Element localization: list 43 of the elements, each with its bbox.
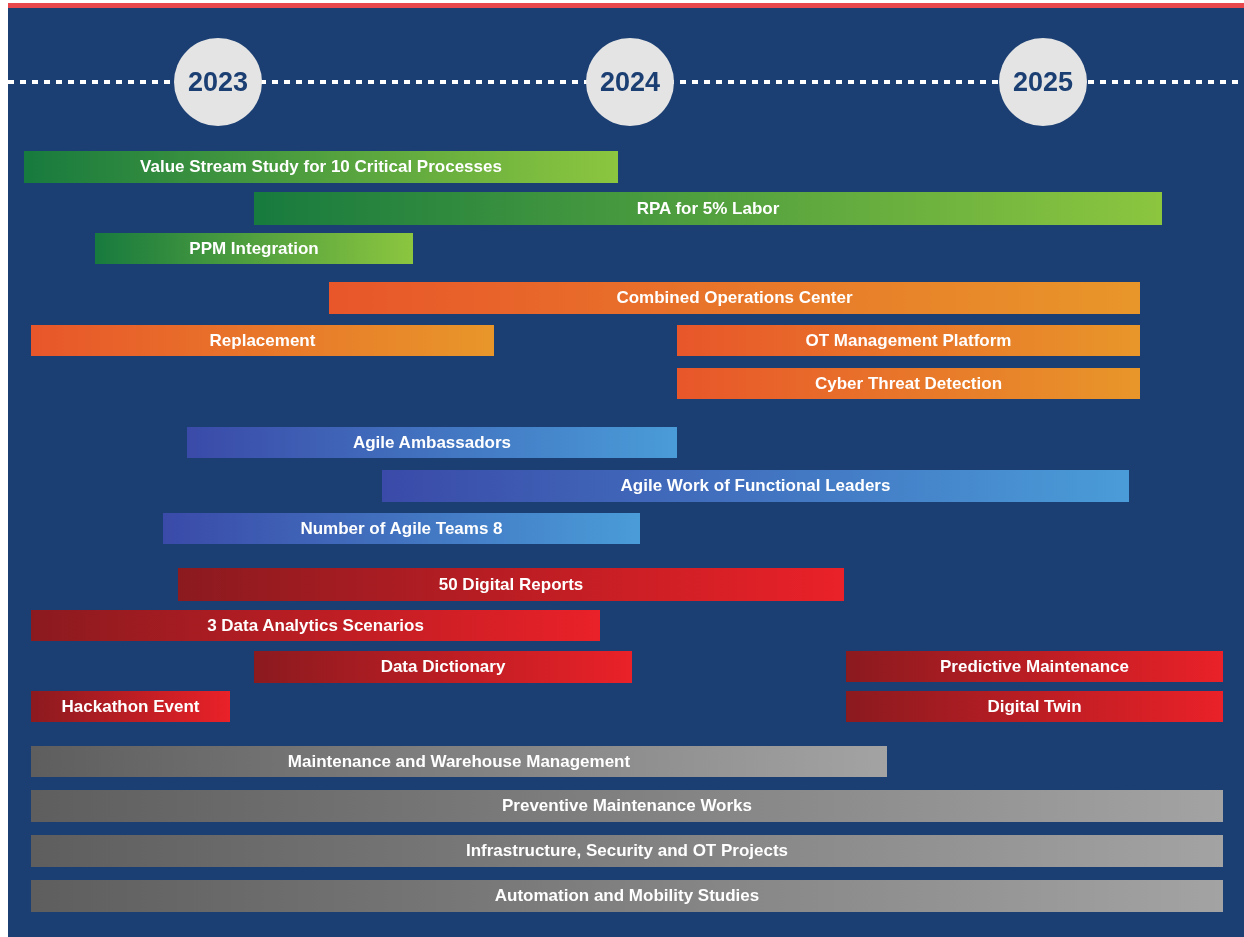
bar-label: Agile Work of Functional Leaders bbox=[620, 476, 891, 496]
bar-label: 2023 bbox=[187, 66, 249, 98]
timeline-bar bbox=[95, 233, 413, 264]
bar-label: Combined Operations Center bbox=[616, 288, 853, 308]
bar-label: Hackathon Event bbox=[61, 696, 200, 717]
timeline-bar bbox=[31, 790, 1223, 822]
bar-label: 3 Data Analytics Scenarios bbox=[207, 615, 424, 636]
timeline-bar bbox=[677, 368, 1140, 399]
timeline-bar bbox=[187, 427, 677, 458]
timeline-bar bbox=[31, 880, 1223, 912]
timeline-bar bbox=[31, 691, 230, 722]
bar-label: OT Management Platform bbox=[805, 330, 1012, 351]
timeline-bar bbox=[163, 513, 640, 544]
bar-label: Data Dictionary bbox=[380, 657, 506, 677]
bar-label: Digital Twin bbox=[987, 696, 1082, 717]
bar-label: Value Stream Study for 10 Critical Processes bbox=[140, 157, 502, 177]
bar-label: 2025 bbox=[1012, 66, 1074, 98]
bar-label: Predictive Maintenance bbox=[940, 656, 1129, 677]
bar-label: Maintenance and Warehouse Management bbox=[287, 751, 631, 772]
bar-label: Preventive Maintenance Works bbox=[501, 796, 753, 816]
timeline-bar bbox=[31, 325, 494, 356]
bar-label: 2024 bbox=[599, 66, 661, 98]
timeline-bar bbox=[31, 610, 600, 641]
timeline-bar bbox=[677, 325, 1140, 356]
bar-label: Infrastructure, Security and OT Projects bbox=[465, 841, 789, 861]
bar-label: 50 Digital Reports bbox=[438, 574, 584, 595]
bar-label: Replacement bbox=[209, 330, 316, 351]
timeline-bar bbox=[254, 192, 1162, 225]
bar-label: Automation and Mobility Studies bbox=[494, 886, 760, 906]
timeline-bar bbox=[846, 691, 1223, 722]
bar-label: RPA for 5% Labor bbox=[636, 198, 780, 219]
timeline-bar bbox=[846, 651, 1223, 682]
timeline-bar bbox=[254, 651, 632, 683]
bar-label: Cyber Threat Detection bbox=[814, 373, 1002, 394]
bar-label: Agile Ambassadors bbox=[352, 432, 512, 453]
bar-label: Number of Agile Teams 8 bbox=[300, 518, 503, 539]
timeline-bar bbox=[329, 282, 1140, 314]
timeline-bar bbox=[31, 746, 887, 777]
bar-label: PPM Integration bbox=[189, 238, 319, 259]
timeline-bar bbox=[24, 151, 618, 183]
timeline-bar bbox=[178, 568, 844, 601]
timeline-bar bbox=[382, 470, 1129, 502]
timeline-bar bbox=[31, 835, 1223, 867]
